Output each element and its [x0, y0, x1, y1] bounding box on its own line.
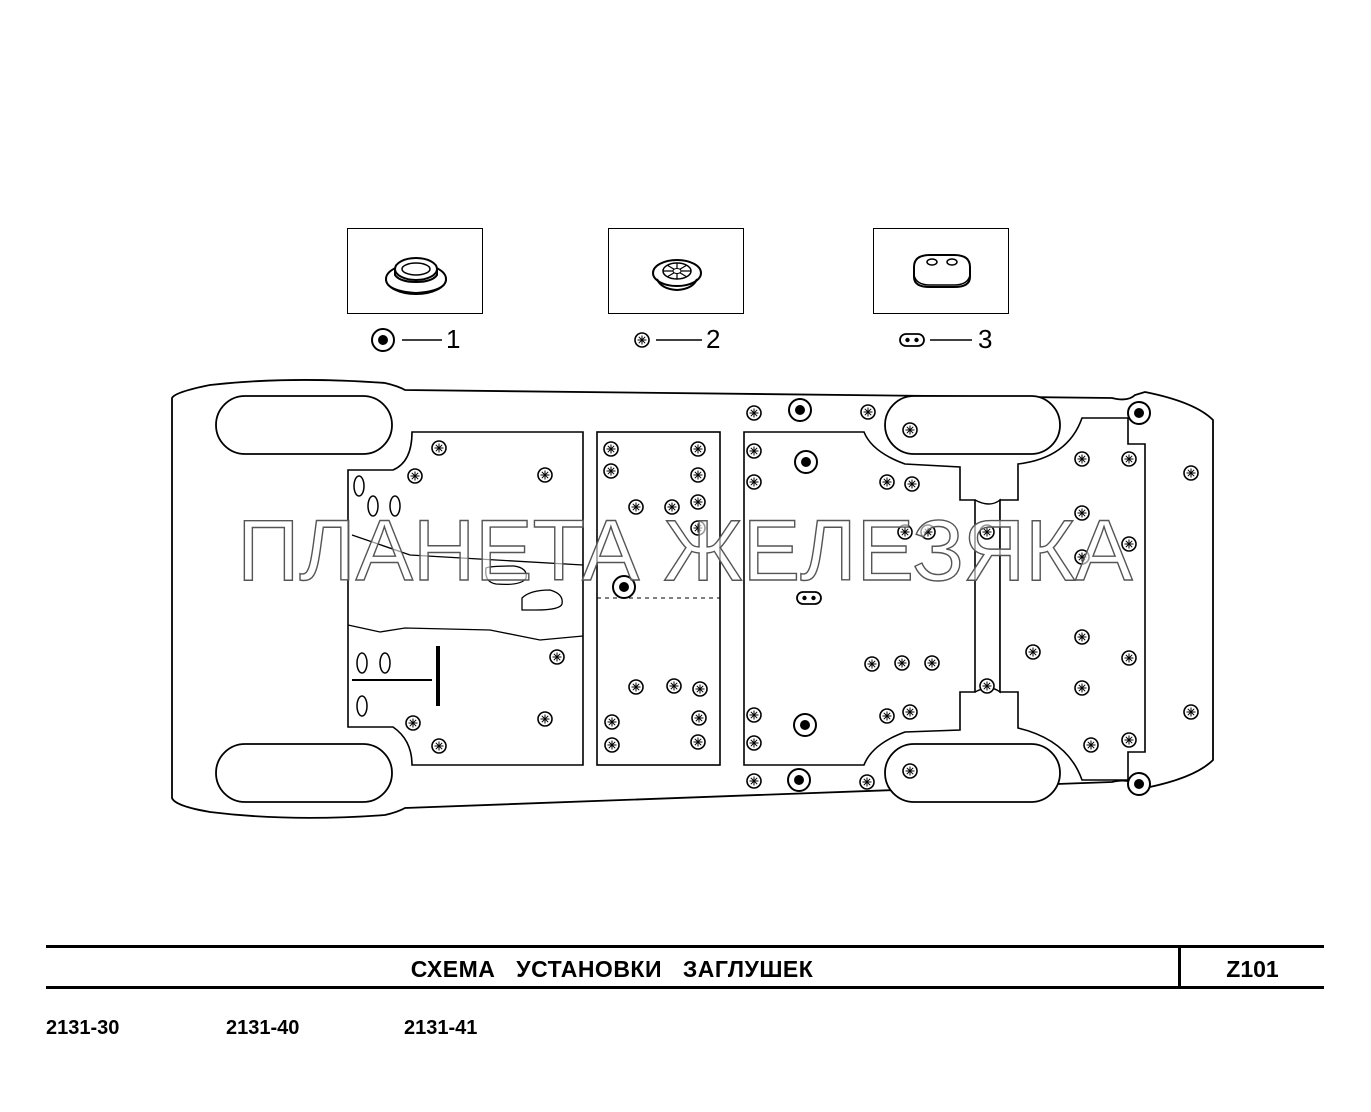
plug-marker-type-2 [604, 714, 620, 730]
plug-marker-type-2 [691, 710, 707, 726]
plug-marker-type-2 [690, 441, 706, 457]
plug-marker-type-2 [690, 467, 706, 483]
plug-marker-type-2 [859, 774, 875, 790]
diagram-title: СХЕМА УСТАНОВКИ ЗАГЛУШЕК [410, 956, 814, 982]
plug-marker-type-2 [1074, 505, 1090, 521]
plug-marker-type-2 [746, 735, 762, 751]
plug-marker-type-2 [920, 524, 936, 540]
plug-marker-type-2 [1074, 549, 1090, 565]
plug-marker-type-2 [897, 524, 913, 540]
plug-marker-type-2 [1121, 536, 1137, 552]
wheel-arch-rear-right [884, 743, 1061, 803]
plug-marker-type-2 [405, 715, 421, 731]
plug-marker-type-2 [746, 443, 762, 459]
plug-marker-type-2 [692, 681, 708, 697]
plug-marker-type-1 [794, 450, 818, 474]
plug-marker-type-2 [666, 678, 682, 694]
plug-marker-type-2 [604, 737, 620, 753]
plug-marker-type-1 [787, 768, 811, 792]
legend-symbol-2 [634, 332, 650, 348]
legend-box-3 [873, 228, 1009, 314]
plug-marker-type-2 [746, 773, 762, 789]
plug-marker-type-2 [690, 734, 706, 750]
plug-marker-type-2 [879, 708, 895, 724]
plug-marker-type-2 [1074, 680, 1090, 696]
plug-marker-type-2 [1183, 704, 1199, 720]
plug-marker-type-2 [1121, 451, 1137, 467]
legend-number-1: 1 [446, 324, 461, 354]
plug-marker-type-2 [864, 656, 880, 672]
plug-marker-type-2 [537, 467, 553, 483]
legend-symbols [371, 328, 972, 352]
plug-marker-type-2 [924, 655, 940, 671]
model-code-3: 2131-41 [404, 1017, 478, 1039]
plug-marker-type-2 [407, 468, 423, 484]
plug-marker-type-2 [1121, 650, 1137, 666]
legend-box-1 [347, 228, 483, 314]
title-bar: СХЕМА УСТАНОВКИ ЗАГЛУШЕК Z101 [46, 945, 1324, 989]
plug-marker-type-2 [1074, 629, 1090, 645]
plug-marker-type-2 [603, 441, 619, 457]
plug-marker-type-2 [979, 678, 995, 694]
plug-marker-type-2 [1083, 737, 1099, 753]
plug-marker-type-2 [431, 440, 447, 456]
plug-marker-type-2 [1121, 732, 1137, 748]
plug-marker-type-2 [904, 476, 920, 492]
model-code-2: 2131-40 [226, 1017, 300, 1039]
wheel-arch-front-left [215, 395, 393, 455]
small-slotted-plug-icon [652, 259, 702, 292]
plug-marker-type-1 [1127, 401, 1151, 425]
rear-floor-panel [743, 431, 976, 766]
oval-plug-icon [913, 254, 971, 288]
legend-symbol-3 [899, 333, 925, 347]
plug-marker-type-2 [746, 405, 762, 421]
plug-marker-type-2 [690, 520, 706, 536]
diagram-code: Z101 [1226, 956, 1279, 982]
plug-marker-type-1 [1127, 772, 1151, 796]
plug-marker-type-2 [894, 655, 910, 671]
plug-marker-type-2 [1074, 451, 1090, 467]
plug-marker-type-2 [746, 474, 762, 490]
model-code-1: 2131-30 [46, 1017, 120, 1039]
plug-marker-type-2 [1025, 644, 1041, 660]
plug-marker-type-2 [746, 707, 762, 723]
plug-marker-type-3 [796, 591, 822, 605]
plug-marker-type-1 [612, 575, 636, 599]
plug-marker-type-2 [603, 463, 619, 479]
legend-box-2 [608, 228, 744, 314]
plug-marker-type-1 [788, 398, 812, 422]
plug-marker-type-2 [902, 704, 918, 720]
wheel-arch-rear-left [884, 395, 1061, 455]
plug-marker-type-2 [628, 679, 644, 695]
plug-marker-type-2 [1183, 465, 1199, 481]
plug-marker-type-2 [902, 422, 918, 438]
title-divider [1178, 948, 1181, 986]
plug-marker-type-2 [664, 499, 680, 515]
plug-marker-type-2 [431, 738, 447, 754]
middle-floor-panel [596, 431, 721, 766]
plug-marker-type-2 [549, 649, 565, 665]
plug-marker-type-2 [879, 474, 895, 490]
plug-marker-type-2 [979, 524, 995, 540]
wheel-arch-front-right [215, 743, 393, 803]
plug-marker-type-2 [537, 711, 553, 727]
plug-marker-type-2 [690, 494, 706, 510]
large-grommet-plug-icon [385, 257, 447, 295]
front-floor-panel [347, 431, 584, 766]
plug-marker-type-2 [628, 499, 644, 515]
legend-number-2: 2 [706, 324, 721, 354]
plug-marker-type-2 [860, 404, 876, 420]
legend-symbol-1 [371, 328, 395, 352]
plug-marker-type-2 [902, 763, 918, 779]
legend-number-3: 3 [978, 324, 993, 354]
plug-marker-type-1 [793, 713, 817, 737]
trunk-floor-panel [999, 417, 1146, 781]
